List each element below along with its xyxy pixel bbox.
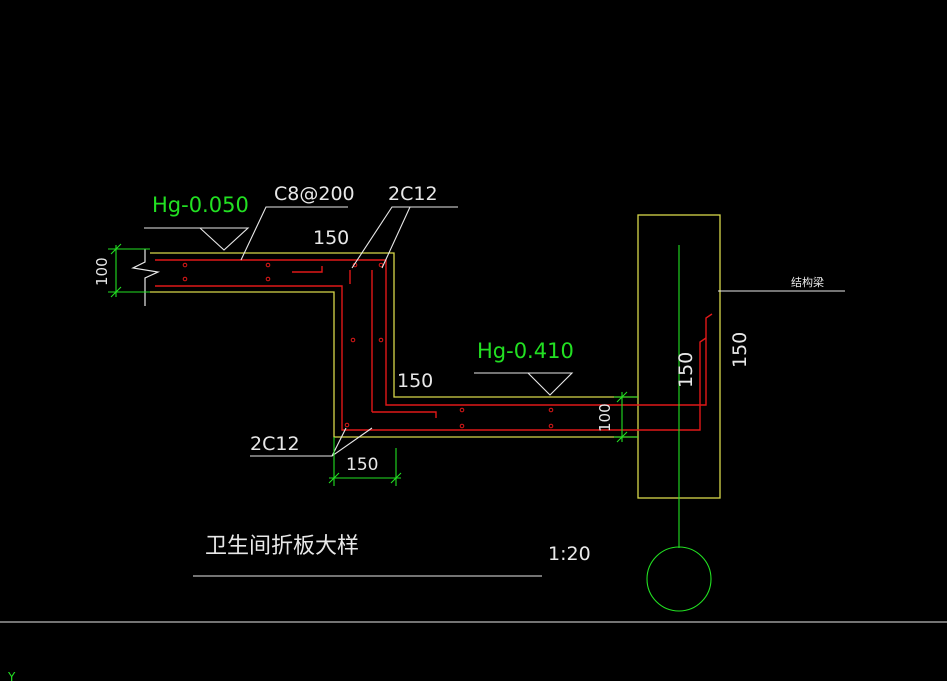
rebar-dot	[182, 276, 188, 282]
drawing-scale: 1:20	[548, 543, 591, 565]
rebar-label-main-top: 2C12	[388, 183, 438, 205]
rebar-group	[155, 259, 713, 431]
rebar-bottom	[155, 285, 707, 431]
axis-bubble	[646, 546, 712, 612]
dim-tick	[110, 286, 122, 298]
rebar-dot	[350, 337, 356, 343]
dim-tick	[616, 431, 628, 443]
dim-text-slab-upper: 100	[93, 257, 111, 286]
dimension-lines	[108, 243, 712, 612]
rebar-dot	[459, 407, 465, 413]
rebar-hook-a	[292, 266, 323, 273]
leader-main-rebar-top-branch	[381, 206, 411, 269]
rebar-dot	[459, 423, 465, 429]
level-label-lower: Hg-0.410	[477, 339, 574, 363]
ucs-axis-hint: Y	[7, 670, 16, 681]
leader-main-rebar-top	[351, 206, 458, 269]
dim-tick	[328, 472, 340, 484]
drawing-title: 卫生间折板大样	[205, 534, 359, 559]
rebar-top	[155, 259, 713, 406]
slab-outline-outer	[150, 252, 638, 398]
dim-text-slab-lower: 100	[596, 403, 614, 432]
dim-text-bottom-150: 150	[346, 455, 378, 475]
rebar-hook-d	[372, 411, 437, 418]
dim-tick	[390, 472, 402, 484]
rebar-dot	[548, 407, 554, 413]
level-symbol-lower	[474, 372, 574, 396]
level-label-upper: Hg-0.050	[152, 193, 249, 217]
dim-tick	[616, 391, 628, 403]
dim-text-vertical-150: 150	[397, 370, 433, 392]
leader-distribution-rebar	[240, 206, 348, 261]
rebar-dot	[344, 422, 350, 428]
leader-lines	[0, 206, 947, 623]
rebar-dot	[548, 423, 554, 429]
rebar-label-distribution: C8@200	[274, 183, 355, 205]
slab-outline-inner	[150, 291, 638, 438]
dim-text-top-150: 150	[313, 227, 349, 249]
break-line	[131, 249, 161, 306]
dim-text-beam-inner: 150	[675, 352, 697, 388]
rebar-section-dots	[182, 262, 554, 429]
rebar-dot	[378, 337, 384, 343]
rebar-dot	[265, 262, 271, 268]
rebar-label-main-bottom: 2C12	[250, 433, 300, 455]
slab-outline	[150, 214, 721, 499]
dim-text-beam-side: 150	[729, 332, 751, 368]
rebar-dot	[182, 262, 188, 268]
rebar-dot	[265, 276, 271, 282]
level-symbol-upper	[144, 227, 250, 251]
beam-label: 结构梁	[791, 275, 824, 289]
dim-tick	[110, 243, 122, 255]
